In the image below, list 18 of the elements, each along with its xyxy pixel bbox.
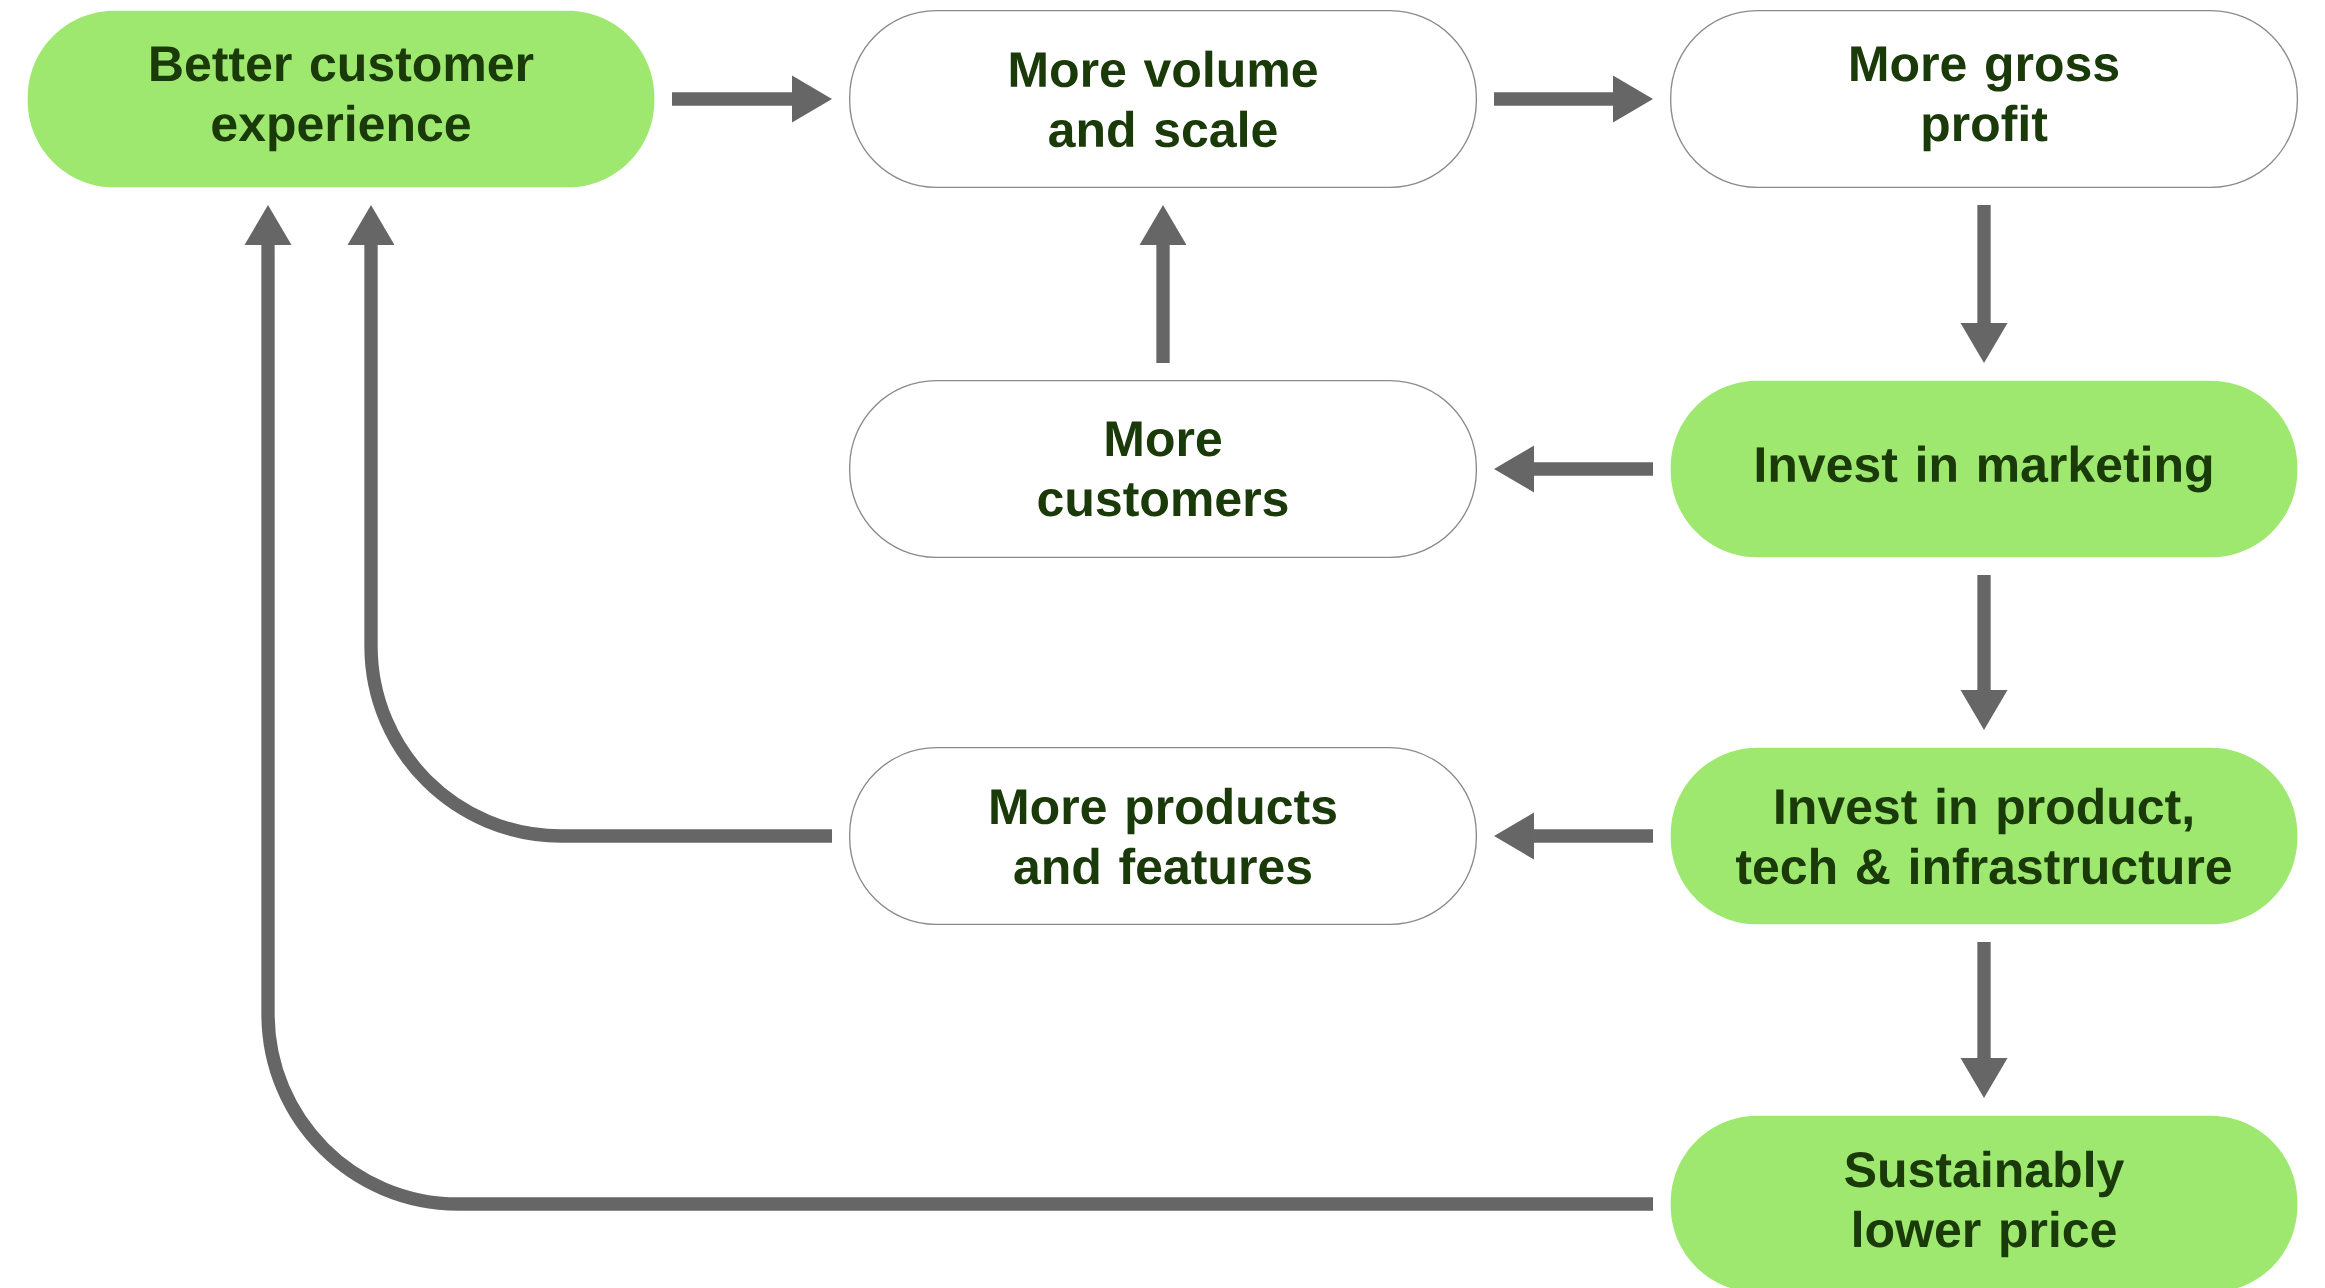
- rounded-box: Better customer experience: [27, 10, 655, 188]
- rounded-box: More products and features: [849, 747, 1477, 925]
- rounded-box: Invest in product, tech & infrastructure: [1670, 747, 2298, 925]
- rounded-box: More gross profit: [1670, 10, 2299, 188]
- rounded-box: More customers: [849, 380, 1477, 558]
- arrow: [1960, 575, 2008, 730]
- arrow: [1494, 445, 1653, 493]
- arrow: [1960, 205, 2008, 363]
- arrow: [1139, 205, 1187, 363]
- arrow: [347, 205, 832, 843]
- arrow: [1494, 75, 1653, 123]
- rounded-box: More volume and scale: [849, 10, 1477, 188]
- arrow: [244, 205, 1653, 1211]
- rounded-box: Invest in marketing: [1670, 380, 2298, 558]
- arrow: [1494, 812, 1653, 860]
- arrow: [672, 75, 832, 123]
- arrow: [1960, 942, 2008, 1098]
- rounded-box: Sustainably lower price: [1670, 1115, 2298, 1288]
